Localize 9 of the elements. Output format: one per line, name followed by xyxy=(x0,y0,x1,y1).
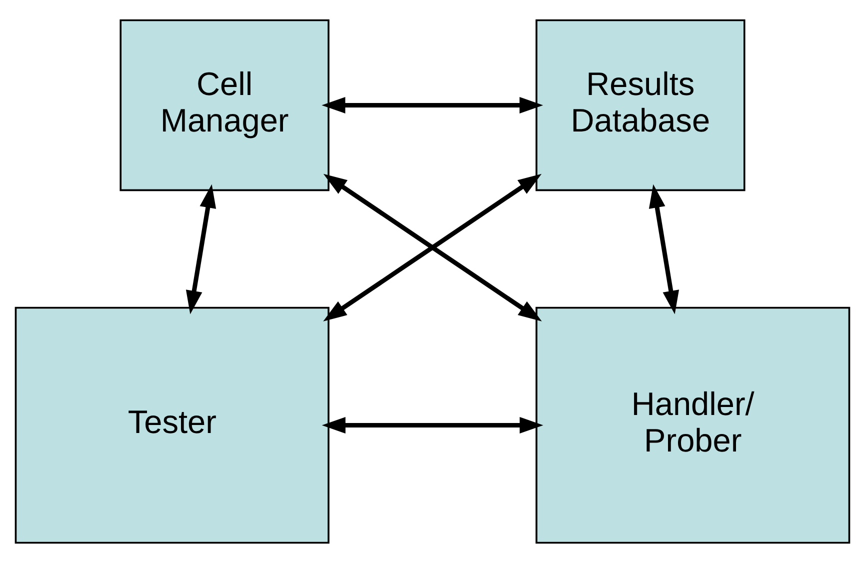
node-box: Cell Manager xyxy=(120,18,330,191)
node-box: Tester xyxy=(14,306,330,544)
arrow xyxy=(323,173,542,321)
arrow xyxy=(648,184,680,314)
arrow xyxy=(322,96,544,113)
arrow xyxy=(186,184,216,314)
node-box: Results Database xyxy=(536,18,746,191)
arrow xyxy=(322,416,544,433)
node-box: Handler/ Prober xyxy=(536,306,850,544)
